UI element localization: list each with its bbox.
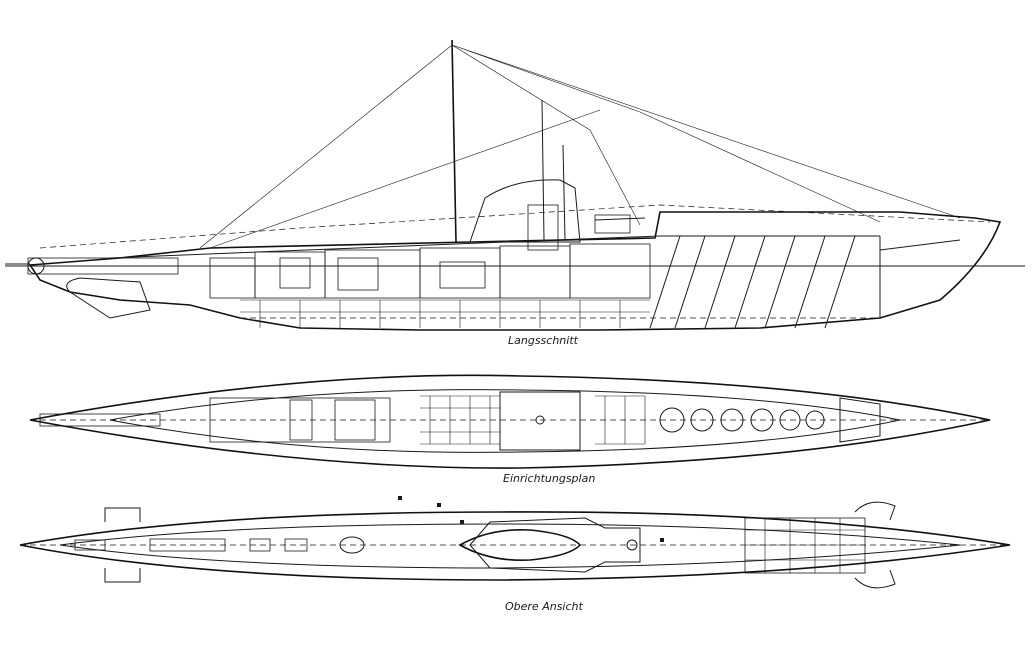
side-battery-row (240, 299, 650, 328)
side-view: Langsschnitt (5, 39, 1025, 347)
top-stern-plane-upper (854, 501, 896, 521)
side-deck-gun (594, 214, 631, 234)
top-bow-plane-upper (104, 507, 141, 522)
side-compartment-2 (254, 251, 326, 299)
arrangement-plan: Einrichtungsplan (29, 374, 991, 485)
top-fitting-2 (437, 503, 441, 507)
plan-engine-1 (289, 399, 313, 441)
plan-engine-2 (334, 399, 376, 441)
side-engine-2 (337, 257, 379, 291)
side-stern-rudder (879, 236, 961, 318)
plan-control-room (499, 391, 581, 451)
top-gun-mount (626, 539, 638, 551)
top-hatch-1 (74, 539, 106, 551)
side-tower-block (527, 204, 559, 251)
side-compartment-4 (419, 247, 501, 299)
plan-engine-room (209, 397, 391, 443)
side-antenna-wires (199, 44, 961, 249)
top-fitting-4 (660, 538, 664, 542)
top-bow-plane-lower (104, 568, 141, 583)
plan-tank-4 (750, 408, 774, 432)
side-bow-plane (66, 277, 151, 319)
side-view-label: Langsschnitt (508, 334, 579, 347)
plan-tank-5 (779, 409, 801, 431)
plan-torpedo-tube (39, 413, 161, 427)
top-bridge-outline (469, 517, 641, 573)
plan-tank-2 (690, 408, 714, 432)
plan-periscope-well (535, 415, 545, 425)
top-fitting-1 (398, 496, 402, 500)
top-conning-tower (458, 528, 582, 562)
top-hatch-oval (339, 536, 365, 554)
side-deck-line (109, 235, 880, 259)
side-deck-gun-barrel (594, 217, 646, 221)
plan-tank-3 (720, 408, 744, 432)
top-stern-grating (744, 517, 866, 574)
top-view: Obere Ansicht (19, 496, 1011, 613)
top-hull-outline (19, 511, 1011, 581)
plan-accommodation-grid (420, 395, 500, 445)
top-hatch-4 (284, 538, 308, 552)
side-engine-1 (279, 257, 311, 289)
top-stern-grating-lines (745, 518, 865, 573)
side-mast (451, 39, 457, 243)
plan-hull-outline (29, 374, 991, 469)
side-engine-3 (439, 261, 486, 289)
side-compartment-5 (499, 245, 571, 299)
side-compartment-3 (324, 249, 421, 299)
top-hatch-2 (149, 538, 226, 552)
plan-tank-6 (805, 410, 825, 430)
top-stern-plane-lower (854, 569, 896, 589)
plan-tank-1 (659, 407, 685, 433)
top-view-label: Obere Ansicht (505, 600, 583, 613)
side-periscope-2 (562, 144, 566, 241)
side-compartment-6 (569, 243, 651, 299)
top-fitting-3 (460, 520, 464, 524)
side-compartment-1 (209, 257, 256, 299)
plan-forward-grid (595, 395, 646, 445)
side-dashed-deck (39, 204, 991, 249)
arrangement-plan-label: Einrichtungsplan (503, 472, 595, 485)
plan-inner-hull (109, 389, 901, 453)
top-hatch-3 (249, 538, 271, 552)
plan-stern-compartment (839, 397, 881, 443)
side-conning-tower (469, 179, 581, 243)
side-periscope-1 (541, 99, 545, 241)
side-stern-hatching (649, 235, 856, 329)
side-bow-cap (27, 257, 45, 275)
